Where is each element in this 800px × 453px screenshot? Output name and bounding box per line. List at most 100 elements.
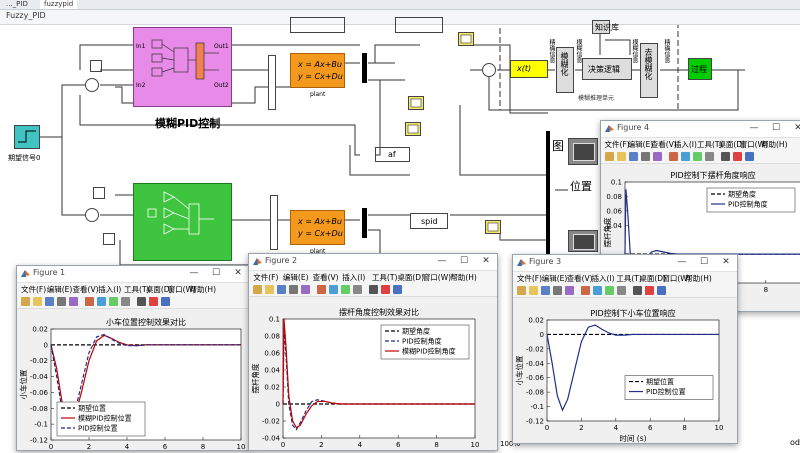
demux-block-lower[interactable]: [362, 208, 367, 238]
figure-3-window[interactable]: Figure 3—☐✕文件(F)编辑(E)查看(V)插入(I)工具(T)桌面(D…: [512, 254, 738, 444]
menu-item[interactable]: 帮助(H): [685, 274, 712, 283]
menu-item[interactable]: 查看(V): [312, 273, 339, 282]
toolbar-button-icon[interactable]: [109, 297, 118, 306]
menu-item[interactable]: 编辑(E): [627, 140, 654, 149]
menu-item[interactable]: 插入(I): [98, 285, 122, 294]
menu-item[interactable]: 查看(V): [650, 140, 677, 149]
menu-item[interactable]: 编辑(E): [46, 285, 73, 294]
toolbar-button-icon[interactable]: [317, 285, 326, 294]
figure-titlebar[interactable]: Figure 1—☐✕: [17, 266, 249, 283]
toolbar-button-icon[interactable]: [541, 286, 550, 295]
maximize-icon[interactable]: ☐: [699, 257, 709, 267]
toolbar-button-icon[interactable]: [329, 285, 338, 294]
af-block[interactable]: af: [375, 147, 410, 162]
mux-block-lower[interactable]: [270, 195, 278, 250]
sum-block-upper[interactable]: [85, 78, 99, 92]
menu-item[interactable]: 帮助(H): [189, 285, 217, 294]
toolbar-button-icon[interactable]: [253, 285, 262, 294]
toolbar-button-icon[interactable]: [629, 152, 638, 161]
figure-titlebar[interactable]: Figure 2—☐✕: [249, 254, 497, 271]
menu-item[interactable]: 插入(I): [342, 273, 366, 282]
toolbar-button-icon[interactable]: [553, 286, 562, 295]
mux-block-upper[interactable]: [268, 55, 276, 110]
menu-item[interactable]: 查看(V): [566, 274, 593, 283]
sum-block-lower[interactable]: [85, 208, 99, 222]
gain-block-2[interactable]: [93, 187, 105, 199]
pid-subsystem[interactable]: [133, 183, 232, 261]
maximize-icon[interactable]: ☐: [211, 268, 221, 278]
toolbar-button-icon[interactable]: [669, 152, 678, 161]
toolbar-button-icon[interactable]: [693, 152, 702, 161]
scope-block-3[interactable]: [405, 122, 421, 136]
menu-item[interactable]: 编辑(E): [541, 274, 568, 283]
toolbar-button-icon[interactable]: [289, 285, 298, 294]
top-block-2[interactable]: [395, 17, 443, 33]
step-block[interactable]: [14, 125, 40, 149]
close-icon[interactable]: ✕: [482, 256, 490, 266]
maximize-icon[interactable]: ☐: [771, 123, 781, 133]
menu-item[interactable]: 工具(T): [697, 140, 723, 149]
menu-item[interactable]: 工具(T): [371, 273, 398, 282]
spid-block[interactable]: spid: [410, 213, 448, 229]
menu-item[interactable]: 桌面(D): [397, 273, 425, 282]
gain-block-3[interactable]: [103, 233, 115, 245]
mux-bar-right[interactable]: [546, 131, 550, 261]
toolbar-button-icon[interactable]: [681, 152, 690, 161]
toolbar-button-icon[interactable]: [149, 297, 158, 306]
toolbar-button-icon[interactable]: [733, 152, 742, 161]
toolbar-button-icon[interactable]: [581, 286, 590, 295]
display-block-2[interactable]: [568, 230, 598, 252]
close-icon[interactable]: ✕: [722, 257, 730, 267]
toolbar-button-icon[interactable]: [69, 297, 78, 306]
tab-fuzzypid[interactable]: fuzzypid: [40, 0, 78, 9]
fuzzy-pid-subsystem[interactable]: [133, 27, 232, 107]
toolbar-button-icon[interactable]: [21, 297, 30, 306]
menu-item[interactable]: 文件(F): [20, 285, 47, 294]
figure-titlebar[interactable]: Figure 4—☐✕: [601, 121, 800, 138]
menu-item[interactable]: 工具(T): [124, 285, 150, 294]
menu-item[interactable]: 帮助(H): [761, 140, 788, 149]
gain-block-1[interactable]: [90, 60, 102, 72]
toolbar-button-icon[interactable]: [645, 286, 654, 295]
toolbar-button-icon[interactable]: [721, 152, 730, 161]
scope-block-4[interactable]: [485, 220, 501, 234]
menu-item[interactable]: 插入(I): [591, 274, 615, 283]
toolbar-button-icon[interactable]: [517, 286, 526, 295]
menu-item[interactable]: 文件(F): [516, 274, 542, 283]
toolbar-button-icon[interactable]: [121, 297, 130, 306]
toolbar-button-icon[interactable]: [605, 152, 614, 161]
state-space-block-lower[interactable]: x = Ax+Bu y = Cx+Du: [290, 210, 345, 245]
close-icon[interactable]: ✕: [794, 123, 800, 133]
toolbar-button-icon[interactable]: [277, 285, 286, 294]
toolbar-button-icon[interactable]: [33, 297, 42, 306]
toolbar-button-icon[interactable]: [745, 152, 754, 161]
toolbar-button-icon[interactable]: [529, 286, 538, 295]
menu-item[interactable]: 窗口(W): [739, 140, 768, 149]
figure-titlebar[interactable]: Figure 3—☐✕: [513, 255, 737, 272]
menu-item[interactable]: 插入(I): [673, 140, 697, 149]
demux-block-upper[interactable]: [362, 53, 367, 83]
minimize-icon[interactable]: —: [437, 256, 447, 266]
minimize-icon[interactable]: —: [677, 257, 687, 267]
state-space-block-upper[interactable]: x = Ax+Bu y = Cx+Du: [290, 53, 345, 88]
toolbar-button-icon[interactable]: [641, 152, 650, 161]
menu-item[interactable]: 桌面(D): [145, 285, 173, 294]
toolbar-button-icon[interactable]: [593, 286, 602, 295]
toolbar-button-icon[interactable]: [353, 285, 362, 294]
minimize-icon[interactable]: —: [749, 123, 759, 133]
toolbar-button-icon[interactable]: [705, 152, 714, 161]
tab-pid[interactable]: ..._PID: [6, 0, 28, 8]
scope-block-2[interactable]: [408, 96, 424, 110]
menu-item[interactable]: 窗口(W): [422, 273, 452, 282]
menu-item[interactable]: 桌面(D): [639, 274, 666, 283]
toolbar-button-icon[interactable]: [369, 285, 378, 294]
toolbar-button-icon[interactable]: [57, 297, 66, 306]
toolbar-button-icon[interactable]: [617, 152, 626, 161]
toolbar-button-icon[interactable]: [605, 286, 614, 295]
toolbar-button-icon[interactable]: [393, 285, 402, 294]
model-name[interactable]: Fuzzy_PID: [6, 11, 46, 20]
maximize-icon[interactable]: ☐: [459, 256, 469, 266]
minimize-icon[interactable]: —: [189, 268, 199, 278]
close-icon[interactable]: ✕: [234, 268, 242, 278]
toolbar-button-icon[interactable]: [381, 285, 390, 294]
